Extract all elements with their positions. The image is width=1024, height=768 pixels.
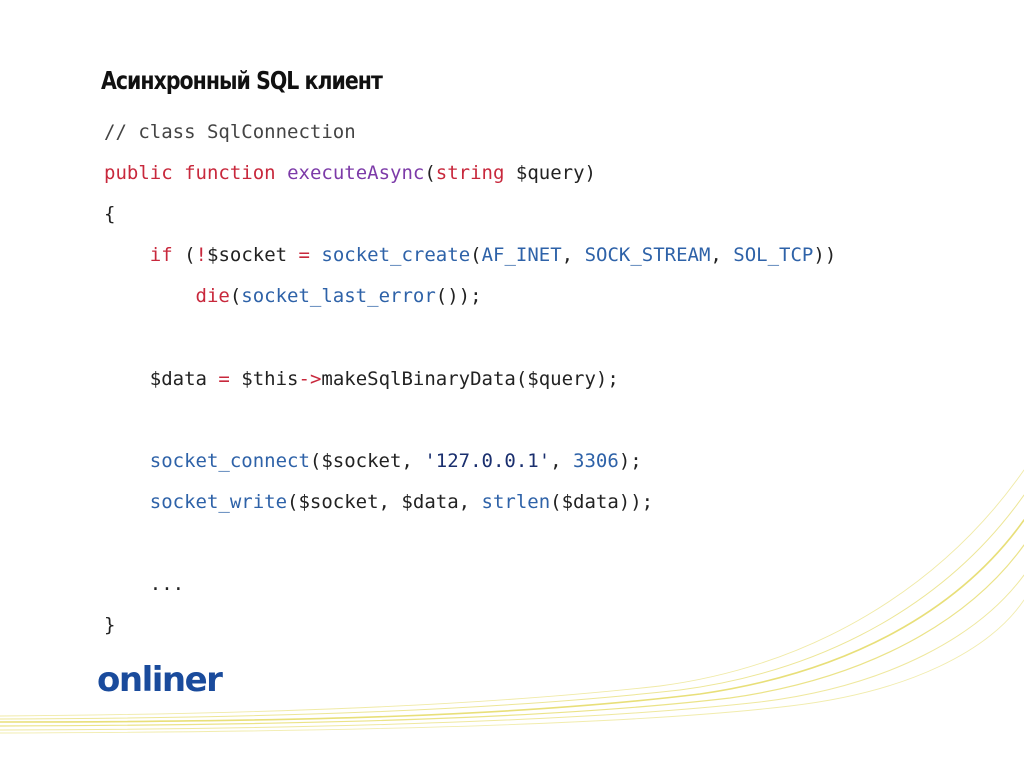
code-comment: // class SqlConnection bbox=[104, 121, 356, 143]
code-line-7: $data = $this->makeSqlBinaryData($query)… bbox=[104, 359, 836, 400]
keyword-function: function bbox=[184, 162, 276, 185]
ellipsis: ... bbox=[104, 573, 185, 596]
code-line-12: ... bbox=[104, 564, 836, 605]
code-line-1: // class SqlConnection bbox=[104, 112, 836, 153]
fn-socket-last-error: socket_last_error bbox=[241, 285, 436, 308]
var-data: $data bbox=[149, 367, 219, 390]
operator-assign: = bbox=[298, 244, 310, 267]
keyword-if: if bbox=[149, 244, 173, 267]
space bbox=[310, 244, 321, 266]
fn-socket-connect: socket_connect bbox=[149, 449, 310, 472]
args: ($socket, bbox=[309, 449, 425, 472]
operator-not: ! bbox=[195, 244, 207, 267]
var-socket: $socket bbox=[207, 244, 299, 267]
number-port: 3306 bbox=[573, 449, 619, 472]
paren: ( bbox=[470, 244, 482, 267]
indent bbox=[104, 491, 150, 513]
args: ($socket, $data, bbox=[287, 490, 482, 513]
fn-socket-create: socket_create bbox=[321, 244, 471, 267]
comma: , bbox=[550, 449, 574, 472]
paren-close: )) bbox=[813, 244, 837, 267]
code-line-10: socket_write($socket, $data, strlen($dat… bbox=[104, 482, 836, 523]
const-af-inet: AF_INET bbox=[481, 244, 562, 267]
indent bbox=[104, 368, 150, 390]
slide-title: Асинхронный SQL клиент bbox=[101, 66, 383, 95]
paren-close: ($data)); bbox=[550, 490, 654, 513]
code-line-5: die(socket_last_error()); bbox=[104, 276, 836, 317]
code-line-9: socket_connect($socket, '127.0.0.1', 330… bbox=[104, 441, 836, 482]
code-line-8 bbox=[104, 400, 836, 441]
var-this: $this bbox=[229, 367, 299, 390]
fn-strlen: strlen bbox=[481, 490, 551, 513]
string-ip: '127.0.0.1' bbox=[424, 449, 551, 472]
operator-arrow: -> bbox=[298, 367, 322, 390]
code-line-11 bbox=[104, 523, 836, 564]
indent bbox=[104, 244, 150, 266]
keyword-die: die bbox=[195, 285, 230, 308]
method-name: executeAsync bbox=[287, 162, 425, 185]
paren-close: ); bbox=[618, 449, 642, 472]
paren-close: ()); bbox=[435, 285, 482, 308]
paren: ( bbox=[229, 285, 242, 308]
paren-open: ( bbox=[424, 162, 436, 185]
brace-open: { bbox=[104, 203, 116, 226]
indent bbox=[104, 450, 150, 472]
fn-socket-write: socket_write bbox=[149, 490, 288, 513]
const-sol-tcp: SOL_TCP bbox=[733, 244, 814, 267]
code-line-3: { bbox=[104, 194, 836, 235]
code-line-2: public function executeAsync(string $que… bbox=[104, 153, 836, 194]
onliner-logo: onliner bbox=[97, 660, 223, 700]
comma: , bbox=[710, 244, 734, 267]
comma: , bbox=[561, 244, 585, 267]
paren: ( bbox=[172, 244, 196, 267]
keyword-public: public bbox=[104, 162, 173, 185]
code-block: // class SqlConnection public function e… bbox=[104, 112, 836, 646]
const-sock-stream: SOCK_STREAM bbox=[584, 244, 711, 267]
method-call: makeSqlBinaryData($query); bbox=[321, 367, 619, 390]
param-query: $query) bbox=[504, 162, 596, 185]
code-line-6 bbox=[104, 317, 836, 358]
indent bbox=[104, 285, 196, 307]
code-line-13: } bbox=[104, 605, 836, 646]
brace-close: } bbox=[104, 614, 116, 637]
type-string: string bbox=[435, 162, 505, 185]
code-line-4: if (!$socket = socket_create(AF_INET, SO… bbox=[104, 235, 837, 276]
operator-assign: = bbox=[218, 367, 230, 390]
